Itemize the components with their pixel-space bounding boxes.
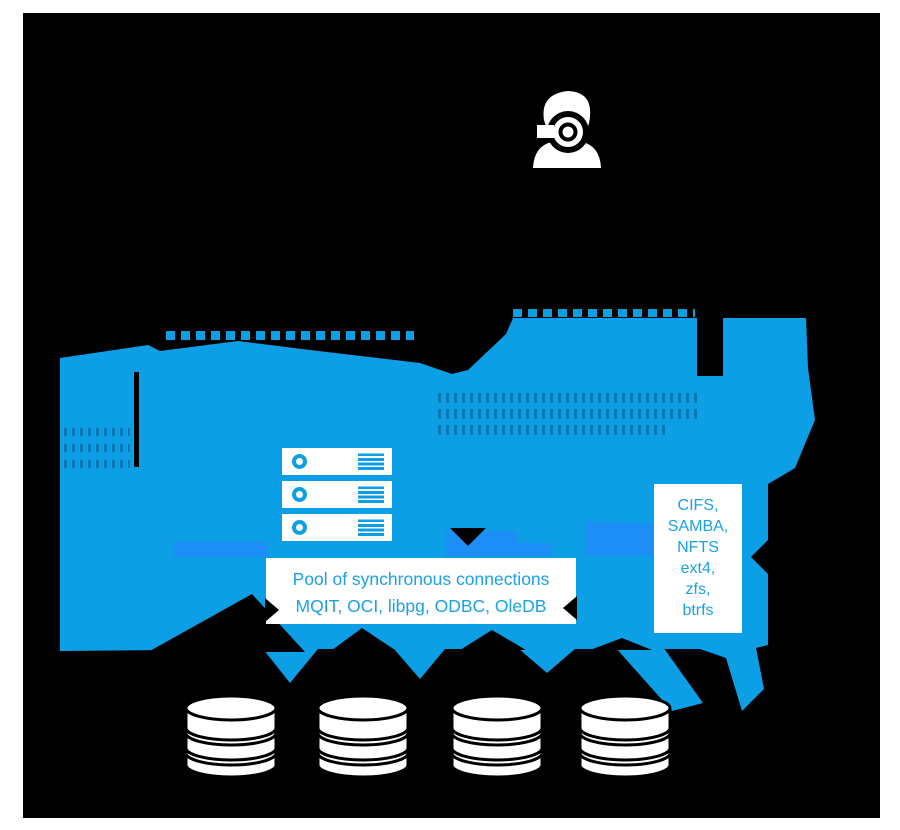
admin-user-gear-icon bbox=[528, 86, 606, 170]
server-icon bbox=[282, 514, 392, 541]
filesystem-line: NFTS bbox=[677, 539, 719, 556]
accent-wedge bbox=[585, 521, 672, 556]
dashed-border-top bbox=[513, 309, 695, 317]
admin-user-gear-svg bbox=[533, 91, 601, 168]
faint-text-row bbox=[64, 460, 130, 468]
pool-connections-box: Pool of synchronous connections MQIT, OC… bbox=[265, 558, 577, 624]
dashed-text-fragments bbox=[166, 331, 414, 340]
server-icon bbox=[282, 448, 392, 475]
faint-text-row bbox=[64, 428, 130, 436]
cutout-diamond-notch bbox=[751, 538, 789, 576]
accent-bar bbox=[173, 542, 267, 557]
filesystem-line: SAMBA, bbox=[667, 518, 729, 535]
cutout-peak-2 bbox=[460, 630, 526, 650]
cutout-peak-1 bbox=[332, 628, 395, 650]
filesystems-box: CIFS, SAMBA, NFTS ext4, zfs, btrfs bbox=[654, 484, 742, 633]
server-vents-icon bbox=[358, 453, 384, 470]
pool-connections-line1: Pool of synchronous connections bbox=[292, 569, 550, 589]
filesystem-line: btrfs bbox=[682, 602, 714, 619]
cutout-small-arrow bbox=[450, 528, 486, 546]
cutout-wedge-left bbox=[148, 594, 305, 652]
database-cylinder-icon bbox=[315, 691, 411, 783]
filesystem-line: CIFS, bbox=[677, 497, 719, 514]
filesystem-line: zfs, bbox=[685, 581, 711, 598]
blob-diagonal-stripe bbox=[615, 640, 703, 711]
server-led-icon bbox=[292, 487, 307, 502]
server-vents-icon bbox=[358, 486, 384, 503]
arrowhead-right-icon bbox=[563, 596, 577, 620]
cutout-line bbox=[134, 372, 139, 467]
cutout-peak-3 bbox=[590, 638, 652, 650]
server-vents-icon bbox=[358, 519, 384, 536]
accent-patch bbox=[445, 531, 517, 556]
faint-text-row bbox=[438, 425, 668, 435]
accent-patch-small bbox=[518, 543, 552, 556]
database-cylinder-icon bbox=[449, 691, 545, 783]
server-led-icon bbox=[292, 454, 307, 469]
arrowhead-left-icon bbox=[265, 598, 279, 622]
database-cylinder-icon bbox=[183, 691, 279, 783]
faint-text-row bbox=[438, 393, 702, 403]
faint-text-row bbox=[64, 444, 130, 452]
filesystem-line: ext4, bbox=[680, 560, 716, 577]
server-led-icon bbox=[292, 520, 307, 535]
database-cylinder-icon bbox=[577, 691, 673, 783]
server-icon bbox=[282, 481, 392, 508]
pool-connections-line2: MQIT, OCI, libpg, ODBC, OleDB bbox=[295, 596, 547, 616]
faint-text-row bbox=[438, 409, 702, 419]
